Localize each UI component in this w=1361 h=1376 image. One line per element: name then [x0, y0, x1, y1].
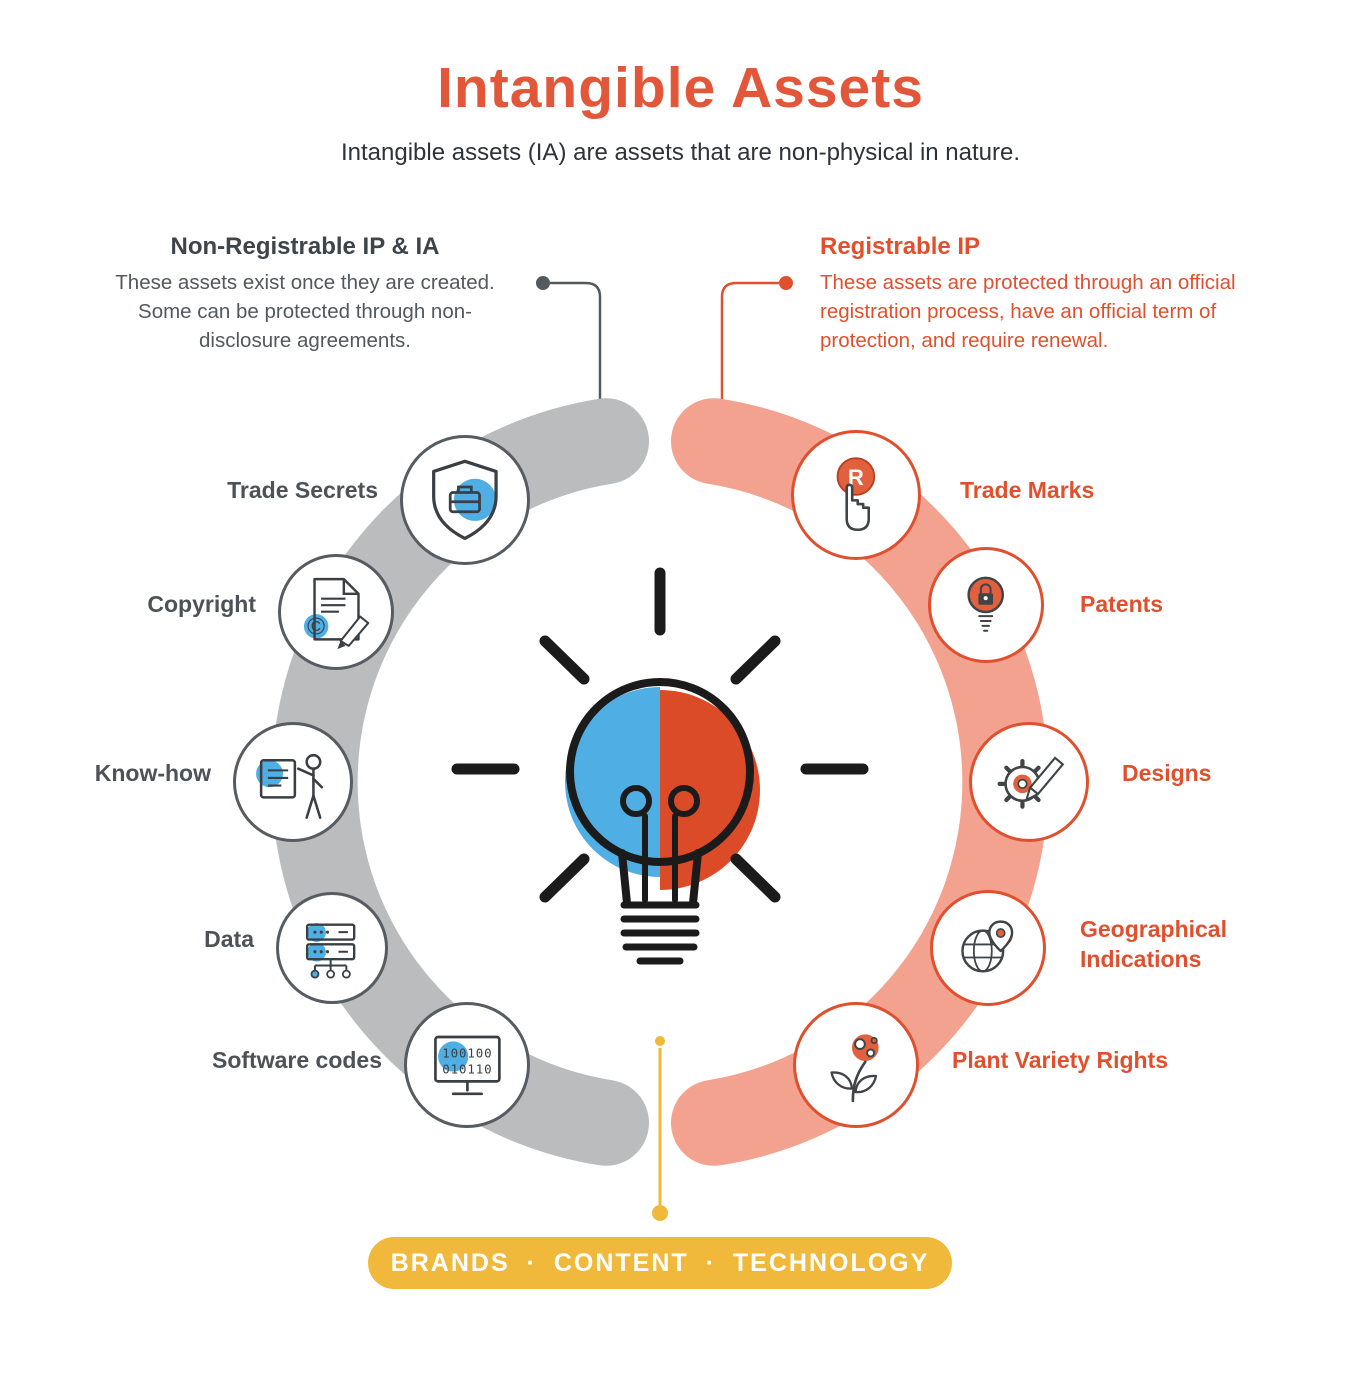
- page-subtitle: Intangible assets (IA) are assets that a…: [340, 139, 1021, 166]
- plant-variety-rights-circle: [793, 1002, 919, 1128]
- page-title: Intangible Assets: [437, 56, 924, 120]
- presenter-icon: [255, 753, 323, 819]
- svg-text:010110: 010110: [442, 1061, 492, 1076]
- designs-circle: [969, 722, 1089, 842]
- globe-pin-icon: [961, 920, 1014, 973]
- copyright-document-icon: ©: [304, 578, 370, 650]
- non-registrable-description: These assets exist once they are created…: [115, 271, 495, 353]
- registered-mark-hand-icon: R: [836, 457, 876, 532]
- svg-text:100100: 100100: [442, 1045, 492, 1060]
- trade-marks-circle: R: [791, 430, 921, 560]
- registrable-description: These assets are protected through an of…: [820, 271, 1236, 353]
- trade-secrets-circle: [400, 435, 530, 565]
- know-how-circle: [233, 722, 353, 842]
- svg-text:R: R: [848, 465, 864, 490]
- item-label-data: Data: [204, 926, 254, 952]
- item-label-know-how: Know-how: [94, 760, 211, 786]
- registrable-connector: [720, 276, 793, 445]
- item-label-designs: Designs: [1122, 760, 1212, 786]
- patents-circle: [928, 547, 1044, 663]
- non-registrable-heading: Non-Registrable IP & IA: [170, 233, 440, 260]
- shield-briefcase-icon: [432, 459, 498, 541]
- plant-icon: [829, 1033, 879, 1102]
- item-label-trade-marks: Trade Marks: [960, 477, 1095, 503]
- item-label-plant-variety-rights: Plant Variety Rights: [952, 1047, 1169, 1073]
- non-registrable-connector: [536, 276, 602, 445]
- half-lightbulb-icon: [451, 567, 869, 965]
- svg-text:©: ©: [307, 614, 325, 641]
- copyright-circle: ©: [278, 554, 394, 670]
- item-label-trade-secrets: Trade Secrets: [227, 477, 378, 503]
- item-label-copyright: Copyright: [147, 591, 256, 617]
- gear-pencil-icon: [997, 756, 1065, 809]
- registrable-heading: Registrable IP: [820, 233, 981, 260]
- brands-content-technology-banner: BRANDS · CONTENT · TECHNOLOGY: [368, 1237, 952, 1289]
- light-rays: [451, 567, 869, 903]
- item-label-patents: Patents: [1080, 591, 1164, 617]
- server-data-icon: [305, 922, 356, 979]
- item-label-geographical-indications: Geographical Indications: [1080, 916, 1227, 972]
- non-registrable-intro: Non-Registrable IP & IA These assets exi…: [95, 233, 515, 355]
- item-label-software-codes: Software codes: [212, 1047, 382, 1073]
- geographical-indications-circle: [930, 890, 1046, 1006]
- binary-monitor-icon: 100100 010110: [433, 1035, 501, 1095]
- software-codes-circle: 100100 010110: [404, 1002, 530, 1128]
- bulb-lock-icon: [967, 576, 1005, 633]
- data-circle: [276, 892, 388, 1004]
- registrable-intro: Registrable IP These assets are protecte…: [820, 233, 1300, 355]
- banner-connector: [652, 1036, 668, 1221]
